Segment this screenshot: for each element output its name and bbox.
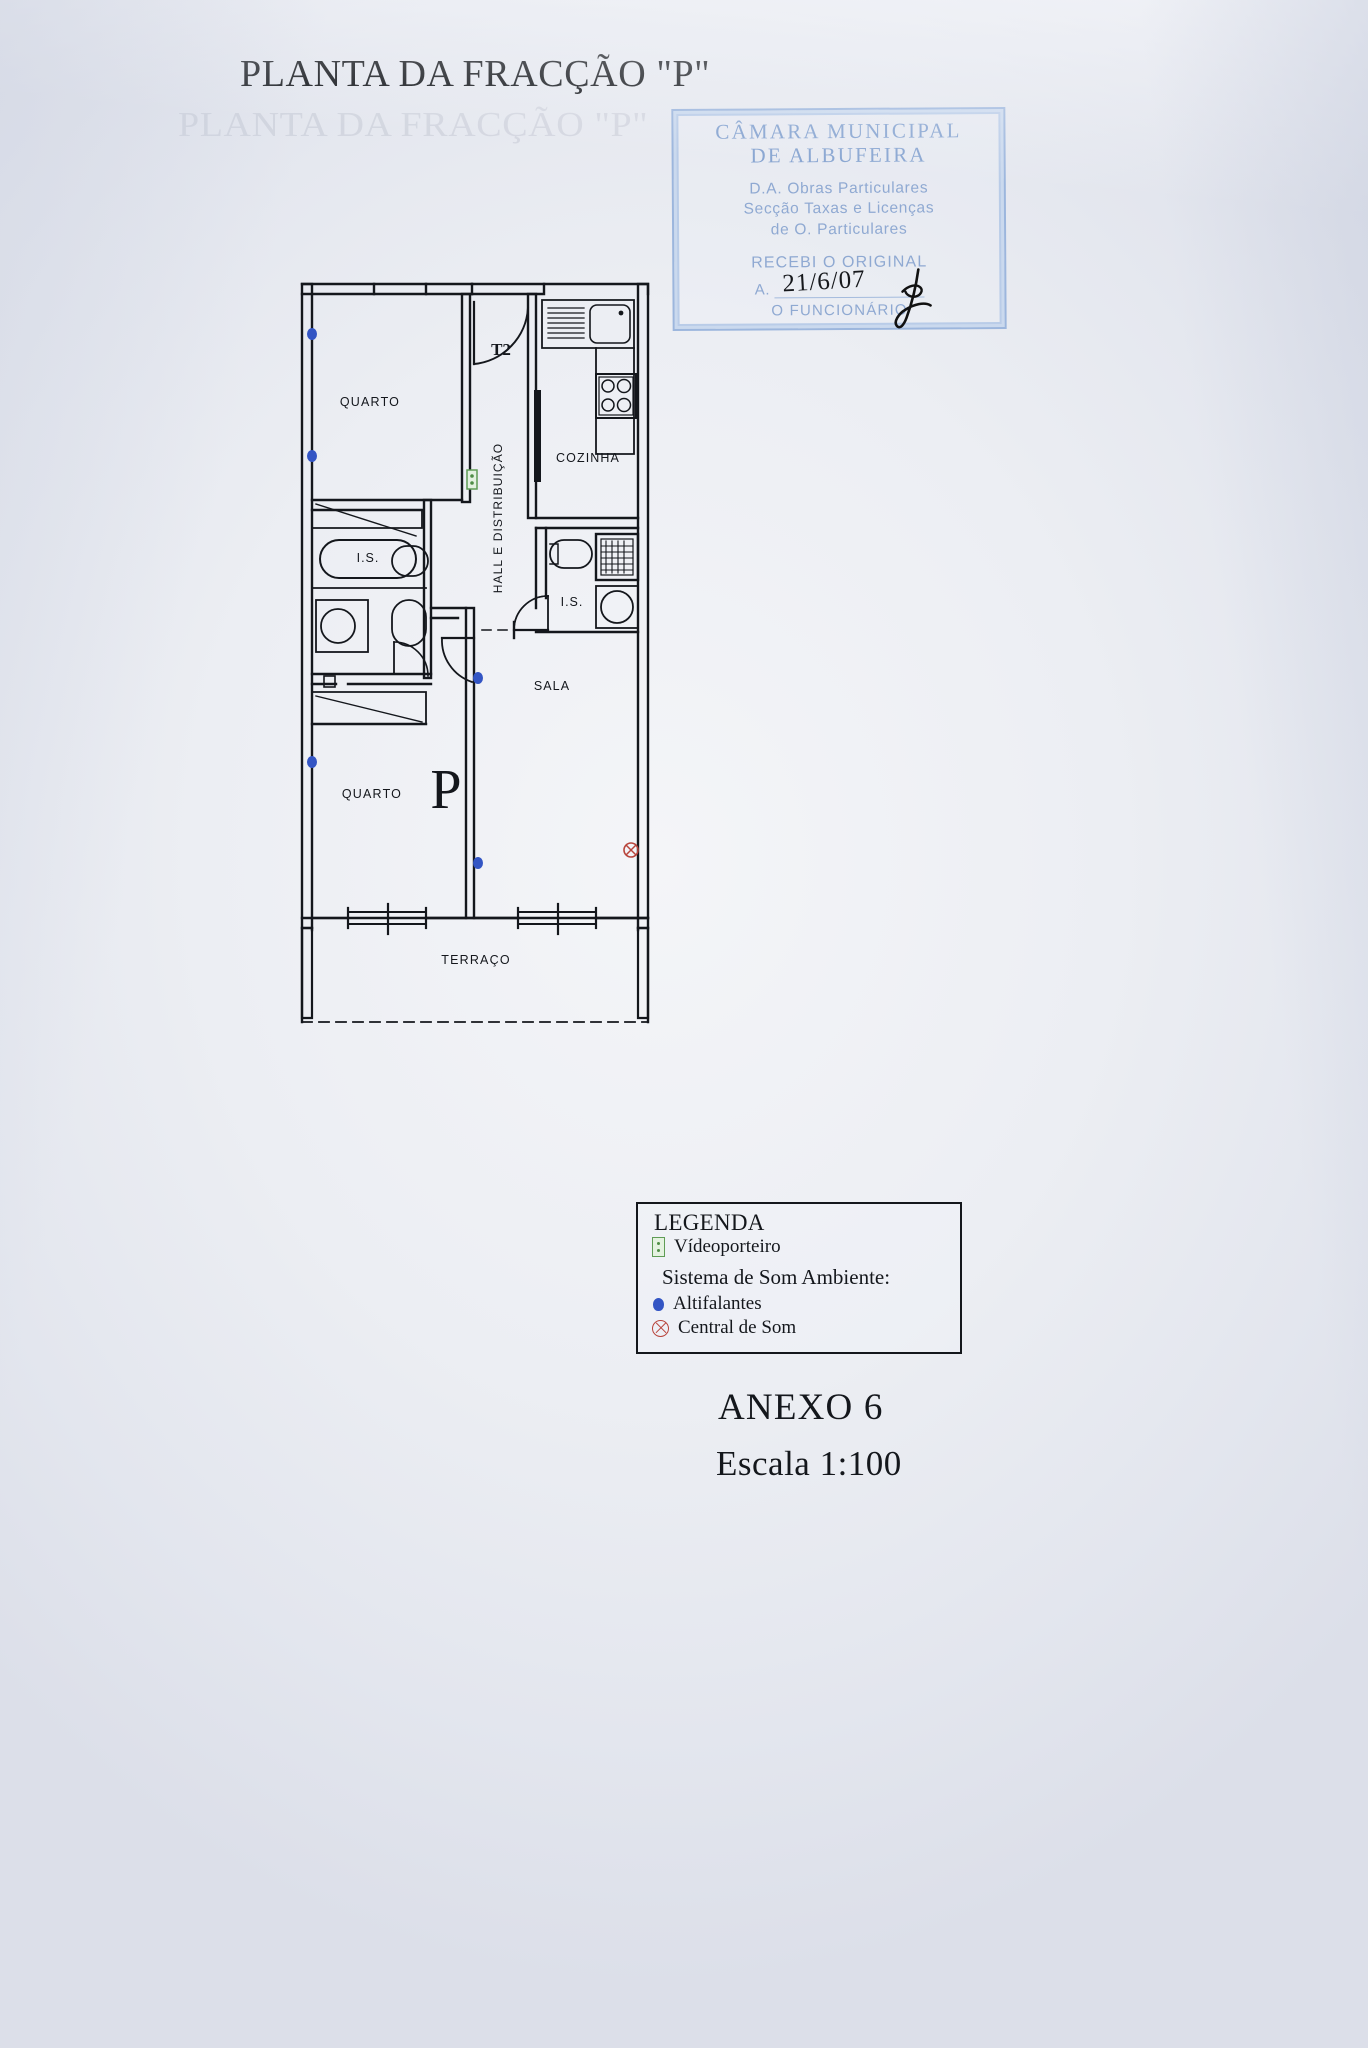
municipal-stamp: CÂMARA MUNICIPAL DE ALBUFEIRA D.A. Obras… xyxy=(671,106,1007,332)
legend-title: LEGENDA xyxy=(654,1210,765,1235)
stamp-official-label: O FUNCIONÁRIO xyxy=(771,301,908,320)
stamp-handwritten-date: 21/6/07 xyxy=(781,265,867,298)
central-de-som-marker xyxy=(623,842,639,858)
room-label-quarto-2: QUARTO xyxy=(342,787,402,801)
stamp-date-prefix: A. xyxy=(754,281,771,299)
speaker-marker xyxy=(307,328,317,340)
videoporteiro-marker xyxy=(466,469,478,490)
speaker-marker xyxy=(307,450,317,462)
legend-item-videoporteiro: Vídeoporteiro xyxy=(652,1236,960,1258)
title-ghost-bleed: PLANTA DA FRACÇÃO "P" xyxy=(178,105,649,145)
anexo-label: ANEXO 6 xyxy=(718,1387,884,1428)
unit-letter-label: P xyxy=(430,759,461,821)
typology-label: T2 xyxy=(491,340,511,359)
stamp-line-2: DE ALBUFEIRA xyxy=(750,142,927,168)
room-label-terraco: TERRAÇO xyxy=(441,953,511,967)
scale-label: Escala 1:100 xyxy=(716,1444,902,1483)
legend-label-central: Central de Som xyxy=(678,1317,797,1338)
room-label-cozinha: COZINHA xyxy=(556,451,620,465)
stamp-line-4: Secção Taxas e Licenças xyxy=(743,199,935,218)
central-de-som-icon xyxy=(652,1319,669,1337)
room-label-quarto-1: QUARTO xyxy=(340,395,400,409)
legend-label-videoporteiro: Vídeoporteiro xyxy=(674,1236,781,1257)
videoporteiro-icon xyxy=(652,1237,665,1257)
floor-plan: QUARTO T2 HALL E DISTRIBUIÇÃO COZINHA I.… xyxy=(296,278,656,1038)
legend-subheading-som: Sistema de Som Ambiente: xyxy=(662,1265,891,1289)
speaker-icon xyxy=(653,1297,664,1311)
legend-item-central-de-som: Central de Som xyxy=(652,1317,960,1339)
legend-item-altifalantes: Altifalantes xyxy=(652,1293,960,1315)
page-title: PLANTA DA FRACÇÃO "P" xyxy=(240,53,711,95)
speaker-marker xyxy=(473,672,483,684)
speaker-marker xyxy=(307,756,317,768)
stamp-line-5: de O. Particulares xyxy=(770,220,908,239)
floor-plan-drawing: QUARTO T2 HALL E DISTRIBUIÇÃO COZINHA I.… xyxy=(300,282,650,1024)
stamp-line-1: CÂMARA MUNICIPAL xyxy=(715,118,962,144)
room-label-sala: SALA xyxy=(534,679,570,693)
legend-box: LEGENDA Vídeoporteiro Sistema de Som Amb… xyxy=(636,1202,962,1354)
stamp-line-3: D.A. Obras Particulares xyxy=(749,179,929,198)
room-label-is-2: I.S. xyxy=(561,595,584,609)
legend-label-altifalantes: Altifalantes xyxy=(673,1293,762,1314)
room-label-is-1: I.S. xyxy=(357,551,380,565)
speaker-marker xyxy=(473,857,483,869)
room-label-hall: HALL E DISTRIBUIÇÃO xyxy=(491,443,505,594)
signature-icon xyxy=(894,268,932,329)
